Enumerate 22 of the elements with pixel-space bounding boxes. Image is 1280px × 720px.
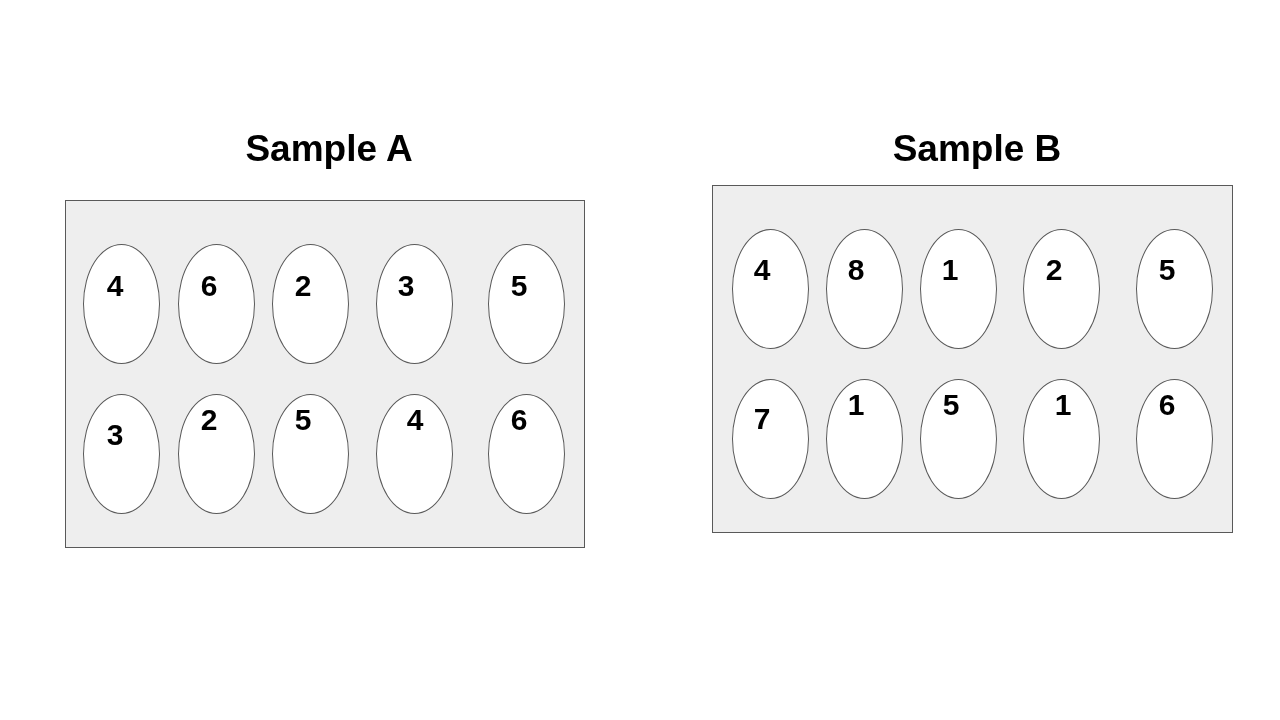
number-label: 5 <box>942 390 960 420</box>
number-label: 1 <box>941 255 959 285</box>
number-label: 4 <box>406 405 424 435</box>
number-label: 6 <box>510 405 528 435</box>
number-label: 6 <box>1158 390 1176 420</box>
number-label: 5 <box>510 270 528 301</box>
number-label: 1 <box>1054 390 1072 420</box>
number-label: 4 <box>106 270 124 301</box>
number-label: 2 <box>200 405 218 435</box>
number-label: 6 <box>200 270 218 301</box>
number-label: 5 <box>294 405 312 435</box>
number-label: 1 <box>847 390 865 420</box>
number-label: 2 <box>1045 255 1063 285</box>
number-label: 3 <box>397 270 415 301</box>
number-label: 2 <box>294 270 312 301</box>
number-label: 5 <box>1158 255 1176 285</box>
panel-title: Sample B <box>892 129 1062 167</box>
panel-title: Sample A <box>245 129 413 167</box>
number-label: 3 <box>106 420 124 450</box>
number-label: 8 <box>847 255 865 285</box>
number-label: 7 <box>753 404 771 434</box>
number-label: 4 <box>753 255 771 285</box>
